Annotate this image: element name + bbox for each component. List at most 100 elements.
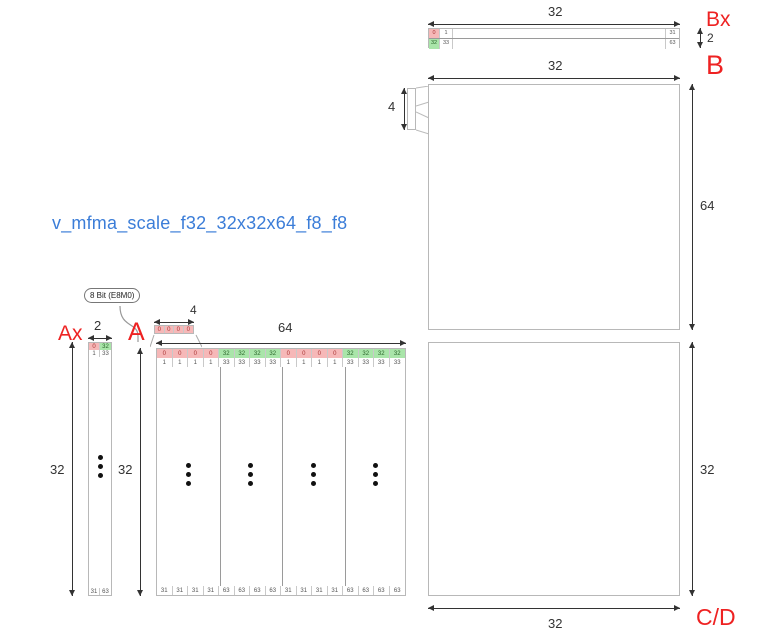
matrix-cell: 1 [172, 358, 188, 367]
matrix-cell: 32 [100, 343, 111, 350]
bx-width-label: 32 [548, 4, 563, 19]
matrix-cell: 31 [157, 586, 173, 595]
b-matrix[interactable] [428, 84, 680, 330]
matrix-label-bx: Bx [706, 8, 731, 31]
matrix-cell: 63 [100, 588, 111, 595]
page-title: v_mfma_scale_f32_32x32x64_f8_f8 [52, 213, 348, 233]
matrix-cell: 33 [250, 358, 266, 367]
matrix-cell: 32 [219, 349, 235, 358]
matrix-cell: 32 [389, 349, 405, 358]
matrix-cell: 33 [440, 39, 453, 49]
matrix-cell: 31 [281, 586, 297, 595]
matrix-cell: 32 [250, 349, 266, 358]
matrix-cell: 63 [343, 586, 359, 595]
matrix-cell: 0 [327, 349, 343, 358]
matrix-cell: 63 [374, 586, 390, 595]
matrix-label-cd: C/D [696, 604, 736, 630]
matrix-cell: 31 [188, 586, 204, 595]
a-group-separator [344, 367, 346, 586]
cd-height-label: 32 [700, 462, 715, 477]
matrix-cell: 32 [358, 349, 374, 358]
matrix-cell: 31 [312, 586, 328, 595]
matrix-cell: 63 [250, 586, 266, 595]
matrix-cell: 32 [343, 349, 359, 358]
matrix-cell: 33 [219, 358, 235, 367]
callout-leader-line [119, 306, 139, 342]
a-width-label: 64 [278, 320, 293, 335]
a-height-arrow [137, 348, 143, 596]
ax-ellipsis [98, 455, 103, 478]
a-ellipsis [185, 463, 191, 486]
matrix-cell: 32 [234, 349, 250, 358]
matrix-cell: 32 [265, 349, 281, 358]
cd-height-arrow [689, 342, 695, 596]
bx-width-arrow [428, 21, 680, 27]
matrix-cell: 33 [100, 350, 111, 357]
matrix-cell: 0 [164, 326, 175, 333]
matrix-cell: 63 [265, 586, 281, 595]
matrix-span [453, 39, 665, 49]
matrix-cell: 1 [89, 350, 100, 357]
matrix-cell: 0 [174, 326, 184, 333]
a-group-separator [219, 367, 221, 586]
matrix-cell: 63 [358, 586, 374, 595]
cd-width-label: 32 [548, 616, 563, 631]
ax-height-label: 32 [50, 462, 65, 477]
callout-8bit-e8m0: 8 Bit (E8M0) [84, 288, 141, 303]
matrix-cell: 63 [234, 586, 250, 595]
cd-width-arrow [428, 605, 680, 611]
matrix-cell: 32 [374, 349, 390, 358]
b-height-label: 64 [700, 198, 715, 213]
b-height-arrow [689, 84, 695, 330]
matrix-cell: 63 [219, 586, 235, 595]
matrix-span [453, 29, 665, 38]
a-ellipsis [310, 463, 316, 486]
matrix-label-a: A [128, 318, 145, 346]
b-width-label: 32 [548, 58, 563, 73]
matrix-cell: 1 [440, 29, 453, 38]
matrix-cell: 33 [374, 358, 390, 367]
a-bracket-leader [150, 334, 202, 348]
matrix-cell: 1 [296, 358, 312, 367]
matrix-cell: 0 [172, 349, 188, 358]
matrix-label-b: B [706, 50, 725, 80]
matrix-cell: 0 [188, 349, 204, 358]
matrix-cell: 0 [89, 343, 100, 350]
matrix-cell: 31 [203, 586, 219, 595]
a-width-arrow [156, 340, 406, 346]
matrix-cell: 31 [89, 588, 100, 595]
matrix-cell: 0 [203, 349, 219, 358]
matrix-cell: 0 [281, 349, 297, 358]
bx-height-arrow [697, 28, 703, 48]
cd-matrix[interactable] [428, 342, 680, 596]
matrix-cell: 1 [312, 358, 328, 367]
ax-width-arrow [88, 335, 112, 341]
matrix-cell: 0 [155, 326, 165, 333]
matrix-cell: 1 [188, 358, 204, 367]
matrix-cell: 33 [265, 358, 281, 367]
matrix-cell: 0 [183, 326, 193, 333]
a-bracket-label: 4 [190, 303, 197, 317]
a-ellipsis [373, 463, 379, 486]
b-bracket-label: 4 [388, 99, 396, 114]
matrix-cell: 31 [172, 586, 188, 595]
matrix-cell: 33 [343, 358, 359, 367]
bx-height-label: 2 [707, 31, 714, 45]
matrix-cell: 0 [296, 349, 312, 358]
matrix-cell: 33 [358, 358, 374, 367]
b-width-arrow [428, 75, 680, 81]
ax-width-label: 2 [94, 318, 102, 333]
a-group-separator [282, 367, 283, 586]
matrix-cell: 31 [296, 586, 312, 595]
matrix-cell: 31 [665, 29, 679, 38]
a-bracket-arrow [154, 319, 194, 325]
matrix-cell: 1 [157, 358, 173, 367]
matrix-cell: 63 [665, 39, 679, 49]
a-ellipsis [248, 463, 254, 486]
matrix-cell: 0 [157, 349, 173, 358]
